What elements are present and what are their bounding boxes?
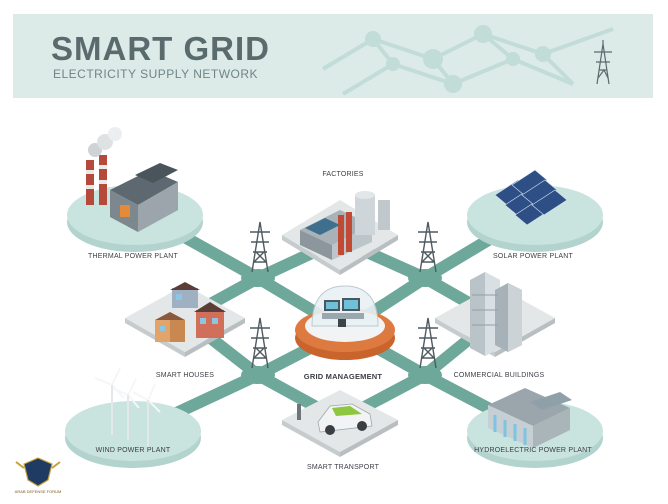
- grid-management-hub: [295, 286, 395, 360]
- transmission-tower-icon: [250, 222, 270, 272]
- label-grid-management: GRID MANAGEMENT: [304, 372, 382, 381]
- transmission-tower-icon: [418, 222, 438, 272]
- transmission-tower-icon: [250, 318, 270, 368]
- label-hydroelectric-power-plant: HYDROELECTRIC POWER PLANT: [474, 447, 592, 454]
- label-commercial-buildings: COMMERCIAL BUILDINGS: [454, 372, 545, 379]
- label-solar-power-plant: SOLAR POWER PLANT: [493, 253, 573, 260]
- watermark-text: ARAB DEFENSE FORUM: [8, 489, 68, 494]
- platform-wind: [65, 401, 201, 468]
- label-wind-power-plant: WIND POWER PLANT: [96, 447, 171, 454]
- label-smart-houses: SMART HOUSES: [156, 372, 214, 379]
- watermark: ARAB DEFENSE FORUM: [8, 463, 68, 494]
- transmission-tower-icon: [418, 318, 438, 368]
- label-factories: FACTORIES: [322, 171, 363, 178]
- office-building-icon: [470, 272, 522, 356]
- label-smart-transport: SMART TRANSPORT: [307, 464, 379, 471]
- label-thermal-power-plant: THERMAL POWER PLANT: [88, 253, 178, 260]
